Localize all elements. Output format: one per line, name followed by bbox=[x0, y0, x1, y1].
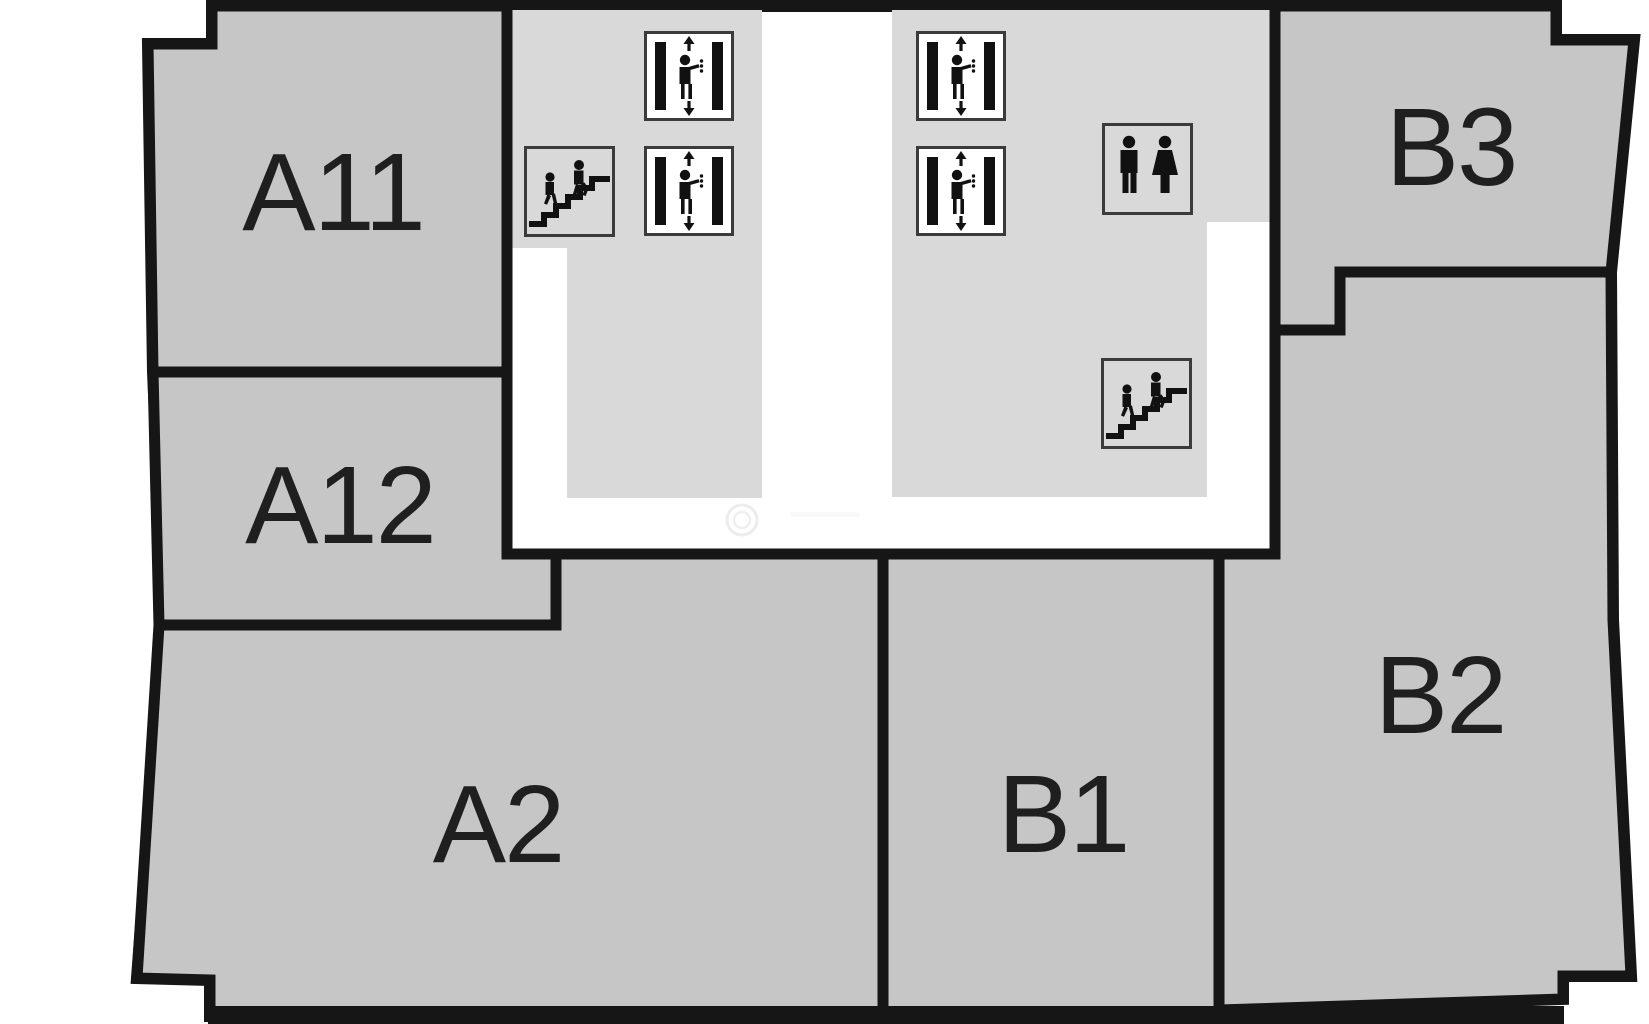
elevator-icon bbox=[644, 31, 734, 121]
room-label-a2: A2 bbox=[433, 763, 564, 886]
watermark bbox=[725, 503, 860, 537]
bottom-wall bbox=[208, 1006, 1564, 1024]
stairs-icon bbox=[526, 148, 614, 236]
room-label-a11: A11 bbox=[242, 131, 424, 254]
elevator-icon bbox=[644, 146, 734, 236]
core-area-left bbox=[512, 10, 762, 498]
room-label-b1: B1 bbox=[998, 753, 1129, 876]
room-label-b2: B2 bbox=[1375, 634, 1506, 757]
elevator-icon bbox=[916, 31, 1006, 121]
room-label-b3: B3 bbox=[1386, 86, 1517, 209]
elevator-icon bbox=[916, 146, 1006, 236]
restroom-icon bbox=[1102, 123, 1193, 215]
stairs-icon bbox=[1103, 360, 1191, 448]
room-b2 bbox=[1213, 266, 1637, 1016]
room-label-a12: A12 bbox=[245, 444, 435, 567]
room-b3 bbox=[1269, 0, 1641, 336]
